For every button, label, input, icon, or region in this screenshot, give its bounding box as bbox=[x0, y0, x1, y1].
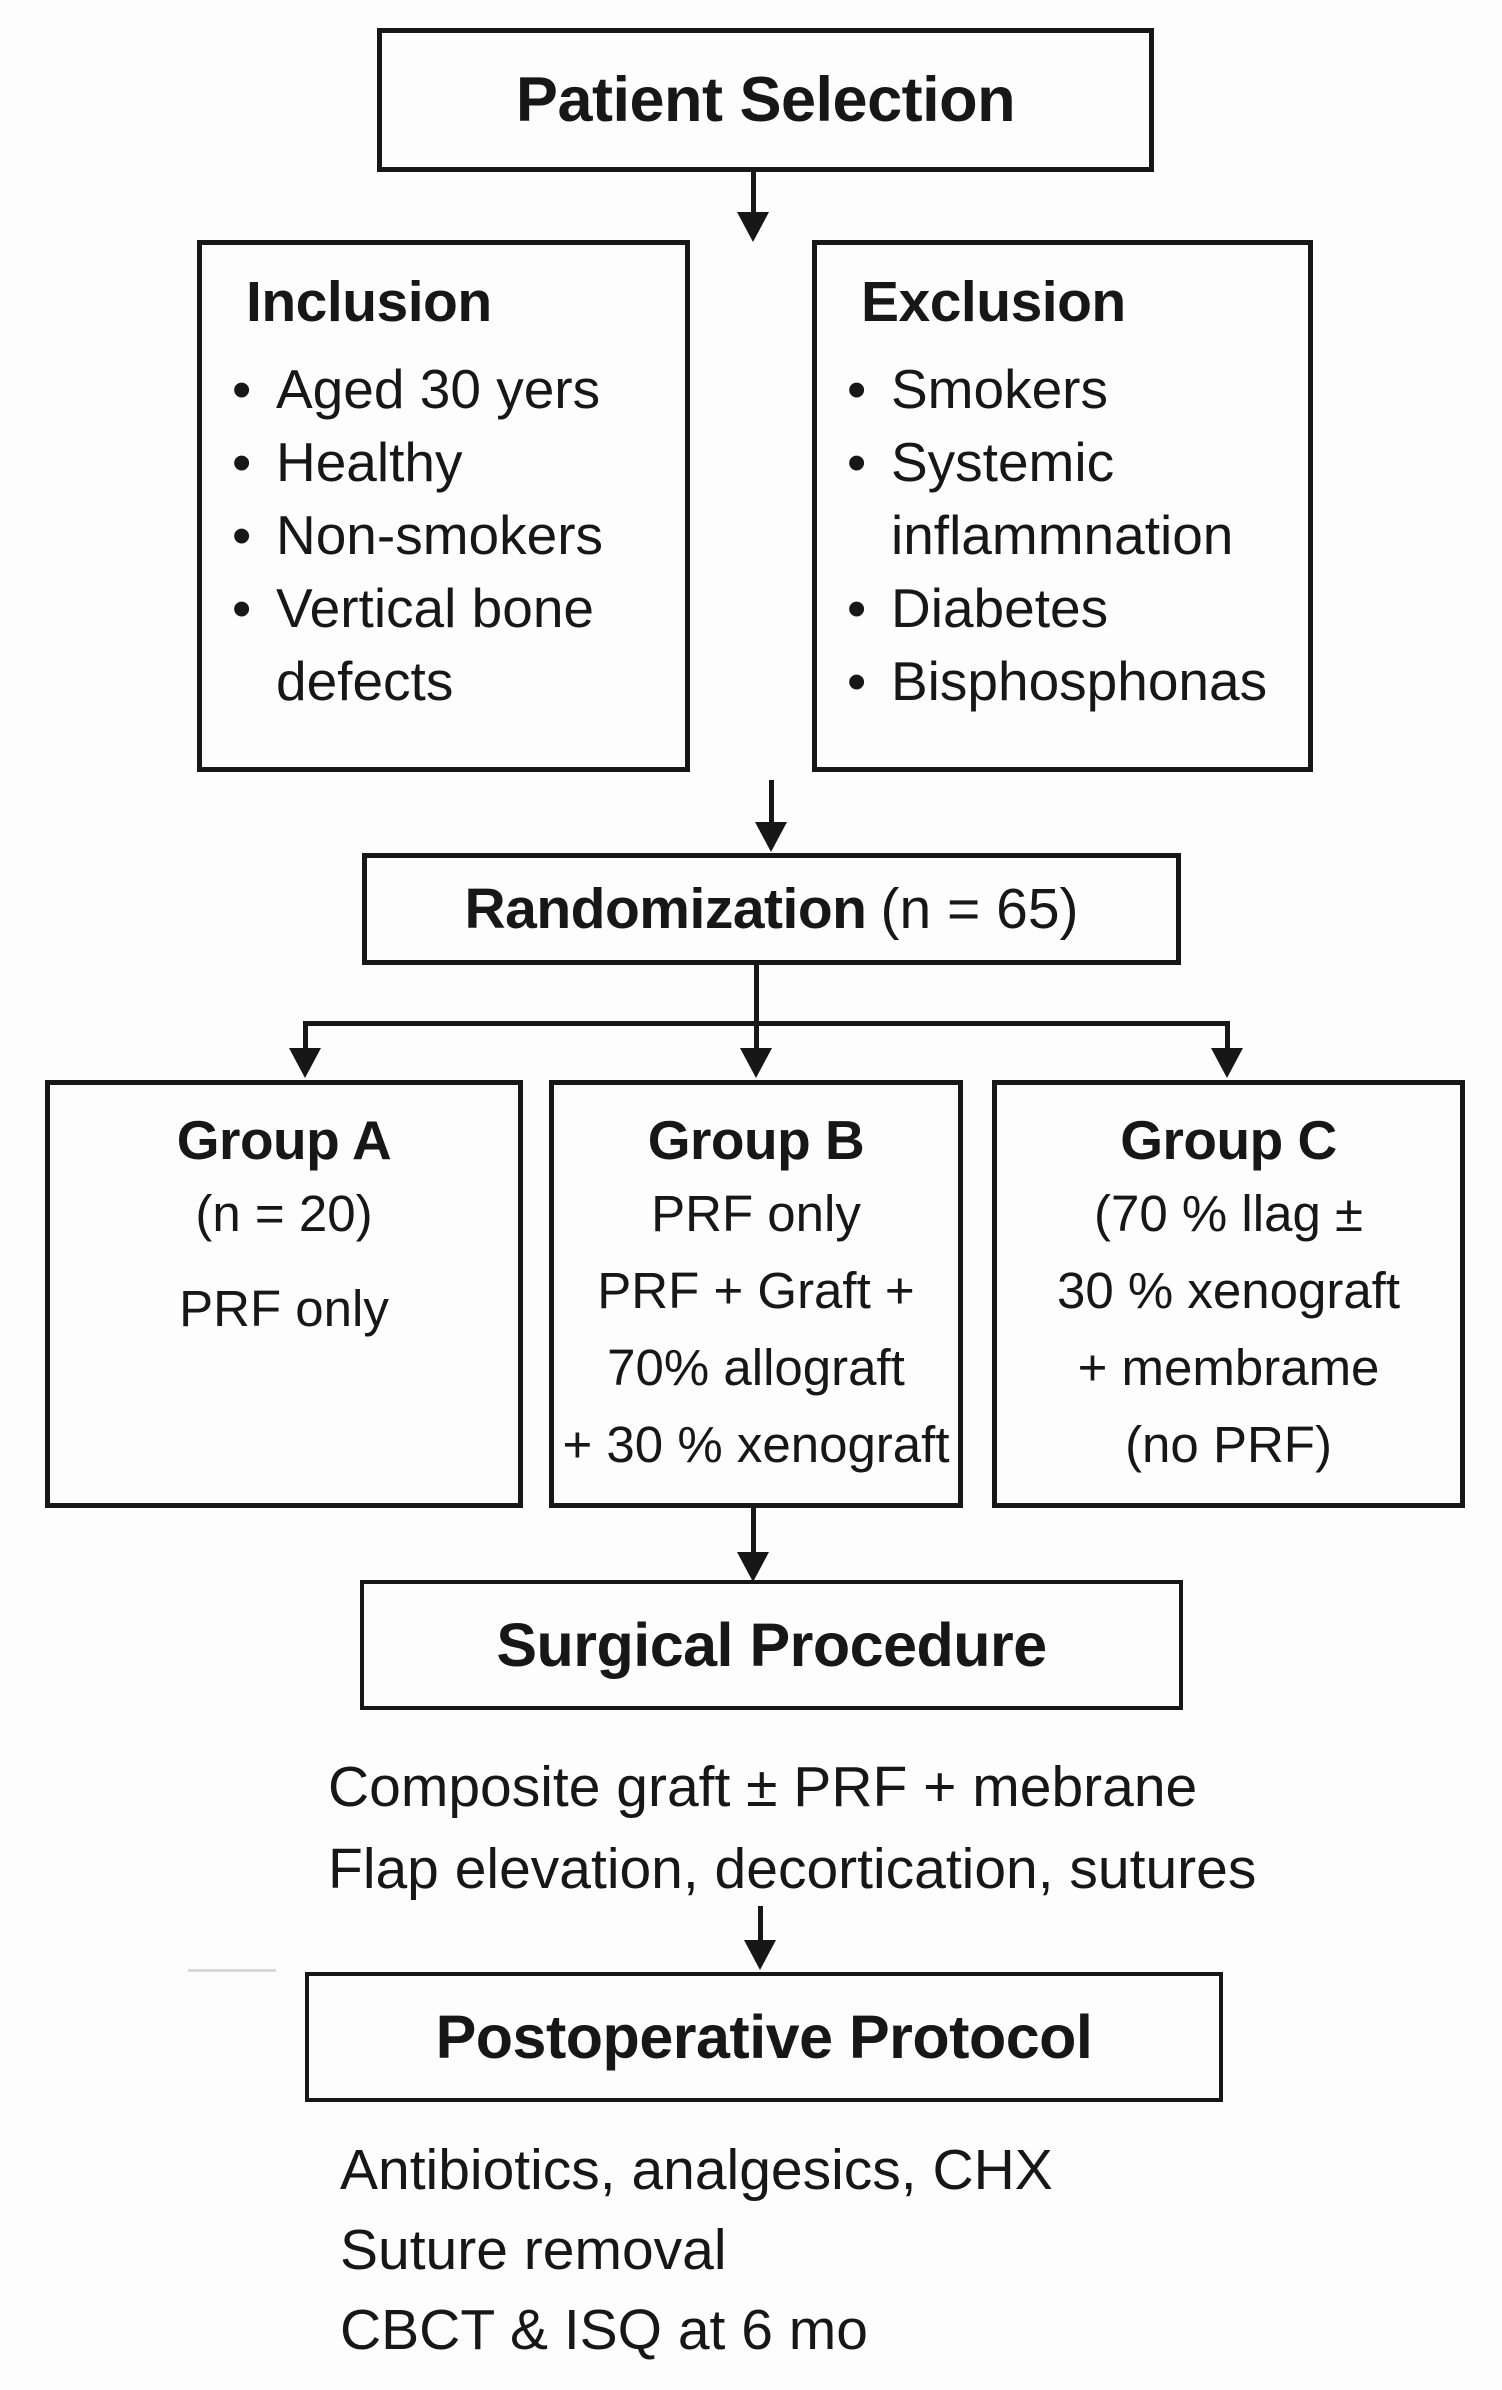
arrow-down-stem bbox=[751, 1508, 756, 1556]
postoperative-note: Antibiotics, analgesics, CHX bbox=[340, 2138, 1053, 2202]
branch-center-stem bbox=[754, 965, 759, 1050]
inclusion-item: Aged 30 yers bbox=[276, 358, 601, 420]
bullet-icon: • bbox=[847, 650, 867, 712]
arrow-down-icon bbox=[737, 212, 769, 242]
exclusion-item: Systemic inflammnation bbox=[891, 431, 1234, 566]
inclusion-title: Inclusion bbox=[246, 270, 492, 334]
randomization-label: Randomization bbox=[464, 877, 867, 941]
bullet-icon: • bbox=[232, 577, 252, 639]
bullet-icon: • bbox=[847, 358, 867, 420]
exclusion-box: Exclusion • Smokers • Systemic inflammna… bbox=[812, 240, 1313, 772]
group-a-size: (n = 20) bbox=[195, 1185, 373, 1242]
bullet-icon: • bbox=[232, 358, 252, 420]
inclusion-box: Inclusion • Aged 30 yers • Healthy • Non… bbox=[197, 240, 690, 772]
inclusion-list: • Aged 30 yers • Healthy • Non-smokers •… bbox=[232, 353, 677, 718]
group-b-line: PRF + Graft + bbox=[597, 1262, 915, 1319]
inclusion-item: Healthy bbox=[276, 431, 463, 493]
postoperative-protocol-notes: Antibiotics, analgesics, CHX Suture remo… bbox=[340, 2130, 1053, 2370]
surgical-note: Flap elevation, decortication, sutures bbox=[328, 1837, 1257, 1901]
bullet-icon: • bbox=[847, 577, 867, 639]
surgical-procedure-box: Surgical Procedure bbox=[360, 1580, 1183, 1710]
postoperative-protocol-box: Postoperative Protocol bbox=[305, 1972, 1223, 2102]
scan-artifact-line bbox=[188, 1969, 276, 1972]
group-c-box: Group C (70 % llag ± 30 % xenograft + me… bbox=[992, 1080, 1465, 1508]
branch-horizontal-line bbox=[303, 1021, 1230, 1026]
group-a-title: Group A bbox=[176, 1109, 392, 1171]
arrow-down-icon bbox=[744, 1940, 776, 1970]
arrow-down-stem bbox=[769, 780, 774, 824]
exclusion-item: Smokers bbox=[891, 358, 1108, 420]
surgical-procedure-title: Surgical Procedure bbox=[496, 1611, 1047, 1679]
group-b-line: 70% allograft bbox=[607, 1339, 905, 1396]
group-b-line: PRF only bbox=[651, 1185, 861, 1242]
arrow-down-icon bbox=[737, 1552, 769, 1582]
group-c-line: + membrame bbox=[1077, 1339, 1380, 1396]
branch-right-stem bbox=[1225, 1021, 1230, 1050]
group-c-line: 30 % xenograft bbox=[1056, 1262, 1401, 1319]
group-b-line: + 30 % xenograft bbox=[562, 1416, 950, 1473]
bullet-icon: • bbox=[232, 504, 252, 566]
list-item: • Smokers bbox=[847, 353, 1300, 426]
randomization-count: (n = 65) bbox=[880, 877, 1079, 941]
list-item: • Bisphosphonas bbox=[847, 645, 1300, 718]
bullet-icon: • bbox=[232, 431, 252, 493]
list-item: • Systemic inflammnation bbox=[847, 426, 1300, 572]
postoperative-protocol-title: Postoperative Protocol bbox=[435, 2003, 1093, 2071]
list-item: • Diabetes bbox=[847, 572, 1300, 645]
surgical-procedure-notes: Composite graft ± PRF + mebrane Flap ele… bbox=[328, 1746, 1256, 1910]
arrow-down-stem bbox=[758, 1906, 763, 1944]
surgical-note: Composite graft ± PRF + mebrane bbox=[328, 1755, 1198, 1819]
group-b-box: Group B PRF only PRF + Graft + 70% allog… bbox=[549, 1080, 963, 1508]
group-c-line: (70 % llag ± bbox=[1094, 1185, 1363, 1242]
inclusion-item: Vertical bone defects bbox=[276, 577, 594, 712]
arrow-down-icon bbox=[740, 1048, 772, 1078]
group-c-title: Group C bbox=[1120, 1109, 1337, 1171]
exclusion-title: Exclusion bbox=[861, 270, 1126, 334]
arrow-down-icon bbox=[289, 1048, 321, 1078]
group-c-line: (no PRF) bbox=[1125, 1416, 1332, 1473]
bullet-icon: • bbox=[847, 431, 867, 493]
group-b-title: Group B bbox=[647, 1109, 865, 1171]
list-item: • Non-smokers bbox=[232, 499, 677, 572]
arrow-down-icon bbox=[755, 822, 787, 852]
inclusion-item: Non-smokers bbox=[276, 504, 604, 566]
arrow-down-icon bbox=[1211, 1048, 1243, 1078]
list-item: • Healthy bbox=[232, 426, 677, 499]
branch-left-stem bbox=[303, 1021, 308, 1050]
patient-selection-box: Patient Selection bbox=[377, 28, 1154, 172]
postoperative-note: Suture removal bbox=[340, 2218, 727, 2282]
group-a-box: Group A (n = 20) PRF only bbox=[45, 1080, 523, 1508]
exclusion-list: • Smokers • Systemic inflammnation • Dia… bbox=[847, 353, 1300, 718]
group-a-treatment: PRF only bbox=[179, 1280, 389, 1337]
exclusion-item: Bisphosphonas bbox=[891, 650, 1268, 712]
randomization-box: Randomization (n = 65) bbox=[362, 853, 1181, 965]
arrow-down-stem bbox=[751, 172, 756, 216]
patient-selection-title: Patient Selection bbox=[515, 65, 1016, 135]
exclusion-item: Diabetes bbox=[891, 577, 1109, 639]
list-item: • Vertical bone defects bbox=[232, 572, 677, 718]
postoperative-note: CBCT & ISQ at 6 mo bbox=[340, 2298, 868, 2362]
list-item: • Aged 30 yers bbox=[232, 353, 677, 426]
